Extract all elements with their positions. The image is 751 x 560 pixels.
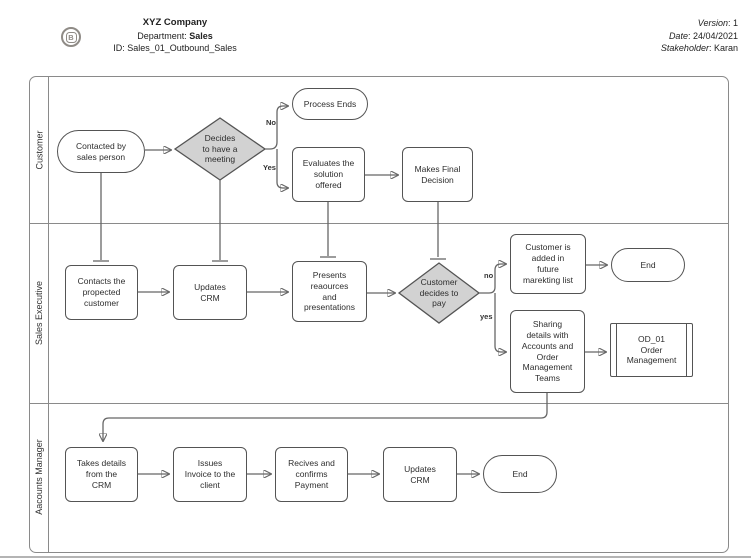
node-text: Customer decides to pay [419, 276, 459, 309]
node-issues-invoice[interactable]: Issues Invoice to the client [173, 447, 247, 502]
node-text: Customer is added in future marekting li… [522, 242, 574, 285]
node-text: End [512, 468, 528, 479]
node-decides-to-have-meeting[interactable]: Decides to have a meeting [180, 120, 260, 178]
node-text: Updates CRM [404, 463, 436, 485]
predefined-left-bar [616, 324, 617, 376]
company-logo: B [61, 27, 81, 47]
node-text: Contacted by sales person [75, 140, 127, 162]
stakeholder-value: : Karan [708, 43, 738, 53]
process-pool: Customer Sales Executive Aacounts Manage… [29, 76, 729, 553]
version-value: : 1 [727, 18, 738, 28]
lane-divider-2 [30, 403, 728, 404]
header-title-block: XYZ Company Department: Sales ID: Sales_… [95, 17, 255, 55]
node-end-1[interactable]: End [611, 248, 685, 282]
node-text: Contacts the propected customer [77, 276, 126, 308]
company-name: XYZ Company [142, 17, 208, 28]
node-text: Issues Invoice to the client [184, 458, 236, 490]
date-value: : 24/04/2021 [687, 30, 738, 41]
node-text: End [640, 259, 656, 270]
node-receives-confirms-payment[interactable]: Recives and confirms Payment [275, 447, 348, 502]
node-makes-final-decision[interactable]: Makes Final Decision [402, 147, 473, 202]
stakeholder-line: Stakeholder: Karan [661, 42, 738, 55]
node-process-ends[interactable]: Process Ends [292, 88, 368, 120]
edge-label-yes-pay: yes [480, 312, 493, 321]
edge-pay-yes-to-sharing [494, 293, 506, 352]
node-updates-crm-2[interactable]: Updates CRM [383, 447, 457, 502]
lane-divider-1 [30, 223, 728, 224]
node-updates-crm-1[interactable]: Updates CRM [173, 265, 247, 320]
page-bottom-edge [0, 556, 751, 558]
department-line: Department: Sales [95, 30, 255, 43]
node-text: Evaluates the solution offered [302, 158, 355, 190]
node-added-marketing-list[interactable]: Customer is added in future marekting li… [510, 234, 586, 294]
logo-letter: B [65, 31, 77, 43]
date-line: Date: 24/04/2021 [661, 30, 738, 43]
date-label: Date [668, 30, 688, 41]
node-evaluates-solution[interactable]: Evaluates the solution offered [292, 147, 365, 202]
stakeholder-label: Stakeholder [660, 43, 709, 53]
node-text: OD_01 Order Management [626, 333, 677, 366]
header-meta-block: Version: 1 Date: 24/04/2021 Stakeholder:… [661, 17, 738, 55]
node-text: Decides to have a meeting [202, 132, 238, 165]
edge-label-no-pay: no [484, 271, 494, 280]
node-takes-details-crm[interactable]: Takes details from the CRM [65, 447, 138, 502]
edge-label-yes-meeting: Yes [263, 163, 276, 172]
node-text: Process Ends [303, 98, 357, 109]
node-contacted-by-sales-person[interactable]: Contacted by sales person [57, 130, 145, 173]
edge-label-no-meeting: No [266, 118, 276, 127]
node-end-2[interactable]: End [483, 455, 557, 493]
node-text: Updates CRM [194, 281, 226, 303]
edge-decides-no-to-process-ends [265, 106, 288, 150]
department-value: Sales [189, 30, 213, 41]
node-sharing-details[interactable]: Sharing details with Accounts and Order … [510, 310, 585, 393]
department-label: Department: [137, 30, 190, 41]
version-line: Version: 1 [661, 17, 738, 30]
edge-sharing-to-takes-details [103, 393, 548, 441]
node-text: Takes details from the CRM [76, 458, 127, 490]
edge-decides-yes-to-evaluates [276, 149, 288, 188]
node-od01-order-management[interactable]: OD_01 Order Management [610, 323, 693, 377]
node-text: Sharing details with Accounts and Order … [521, 318, 574, 384]
version-label: Version [697, 18, 728, 28]
lane-label-separator [48, 77, 49, 552]
node-customer-decides-to-pay[interactable]: Customer decides to pay [402, 266, 476, 320]
process-id-line: ID: Sales_01_Outbound_Sales [113, 43, 237, 53]
predefined-right-bar [686, 324, 687, 376]
edge-pay-no-to-marketing [479, 264, 506, 294]
node-presents-resources[interactable]: Presents reaources and presentations [292, 261, 367, 322]
node-text: Presents reaources and presentations [303, 269, 356, 313]
node-text: Makes Final Decision [414, 163, 461, 185]
node-text: Recives and confirms Payment [288, 458, 335, 490]
node-contacts-prospected-customer[interactable]: Contacts the propected customer [65, 265, 138, 320]
